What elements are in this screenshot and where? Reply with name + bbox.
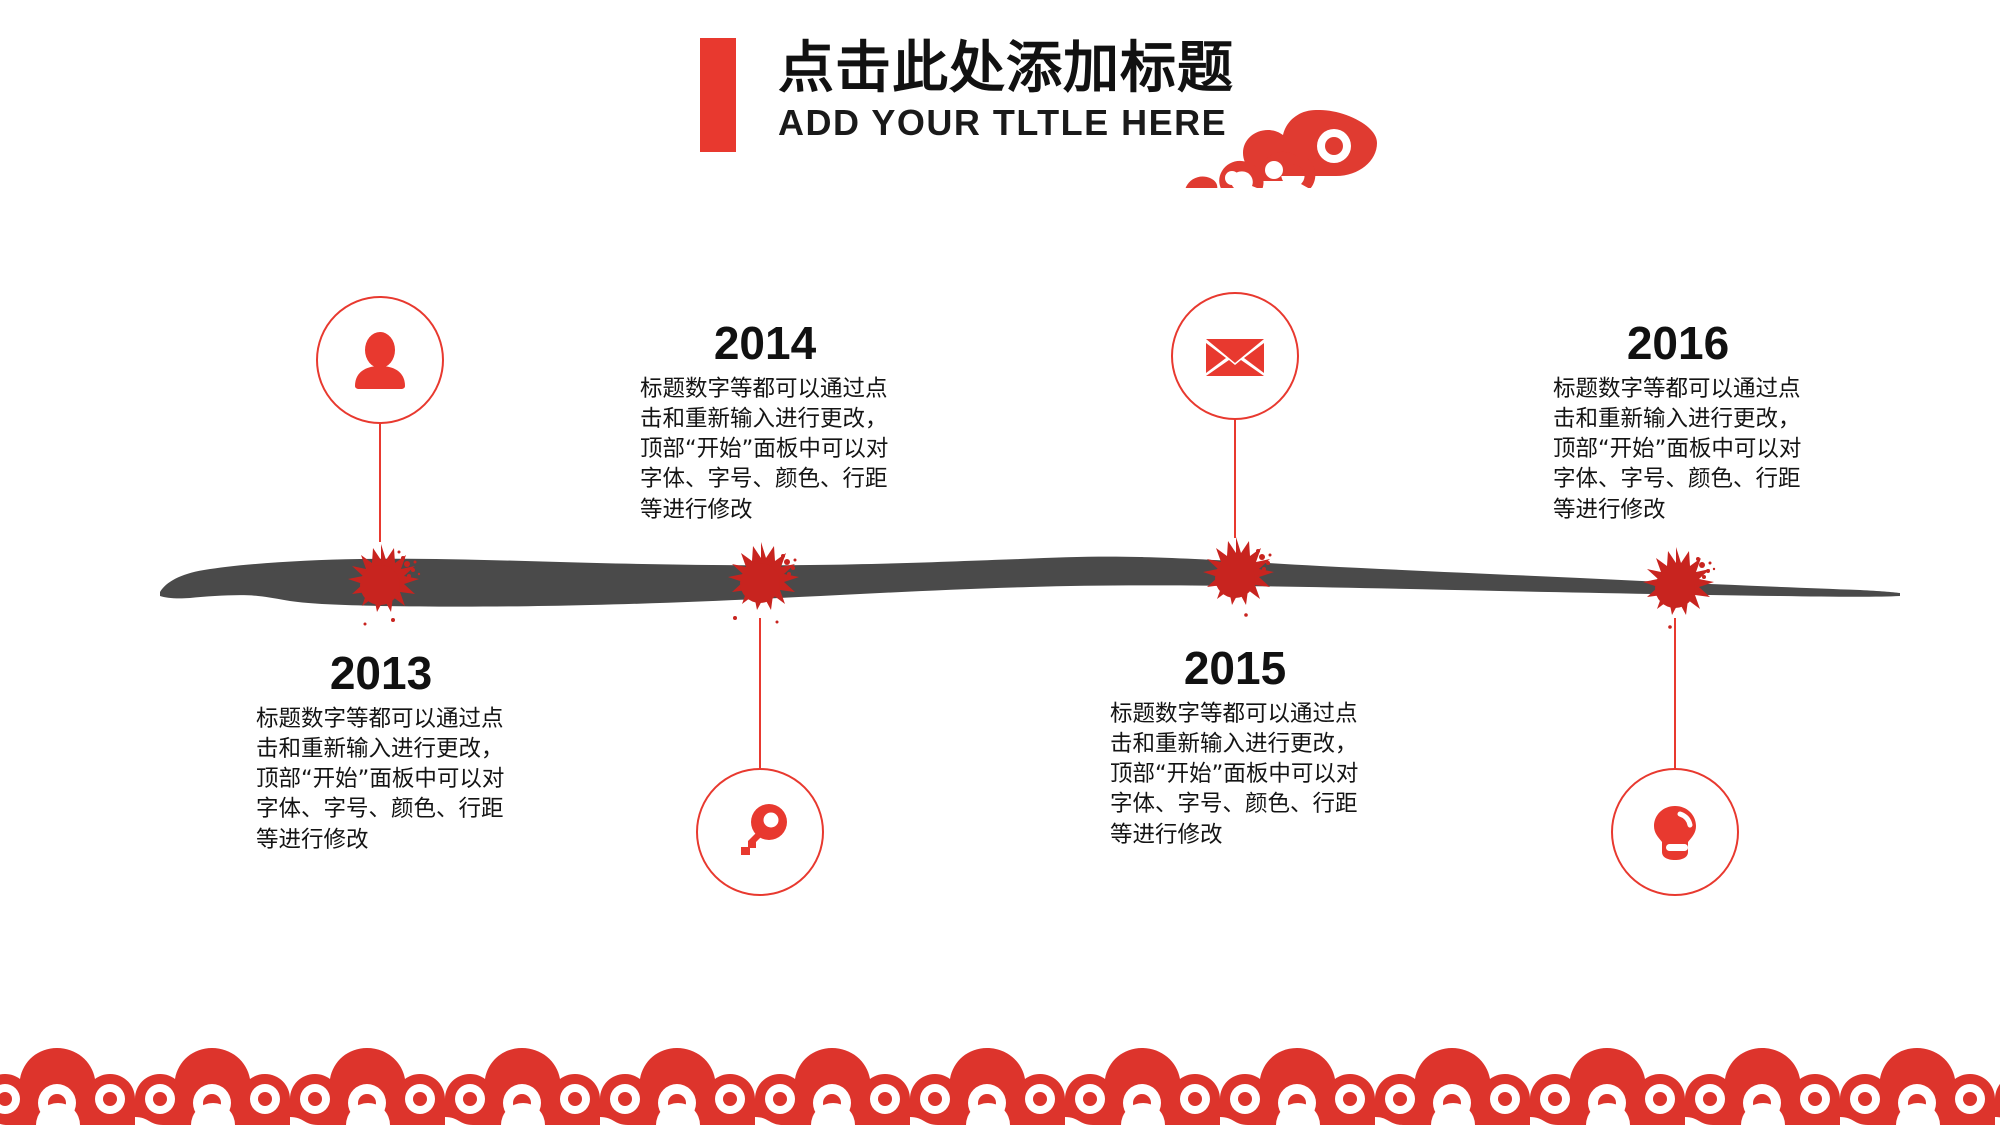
milestone-year: 2014 bbox=[713, 317, 817, 369]
milestone-icon-circle-key[interactable] bbox=[696, 768, 824, 896]
ink-splatter-marker bbox=[1203, 537, 1274, 617]
milestone-text-2015: 2015 标题数字等都可以通过点击和重新输入进行更改，顶部“开始”面板中可以对字… bbox=[1110, 645, 1360, 850]
connector-stem bbox=[379, 422, 381, 542]
envelope-icon bbox=[1206, 339, 1264, 376]
user-icon bbox=[355, 332, 405, 389]
page-title-block: 点击此处添加标题 ADD YOUR TLTLE HERE bbox=[700, 38, 1234, 152]
title-accent-bar-icon bbox=[700, 38, 736, 152]
chinese-cloud-ornament-icon bbox=[1185, 110, 1377, 188]
milestone-icon-circle-lightbulb[interactable] bbox=[1611, 768, 1739, 896]
title-text-group: 点击此处添加标题 ADD YOUR TLTLE HERE bbox=[778, 38, 1234, 143]
milestone-body: 标题数字等都可以通过点击和重新输入进行更改，顶部“开始”面板中可以对字体、字号、… bbox=[1110, 701, 1359, 848]
milestone-text-2016: 2016 标题数字等都可以通过点击和重新输入进行更改，顶部“开始”面板中可以对字… bbox=[1553, 320, 1803, 525]
page-subtitle: ADD YOUR TLTLE HERE bbox=[778, 102, 1228, 144]
timeline-brush-stroke bbox=[160, 556, 1900, 607]
milestone-text-2013: 2013 标题数字等都可以通过点击和重新输入进行更改，顶部“开始”面板中可以对字… bbox=[256, 650, 506, 855]
chinese-auspicious-cloud-border bbox=[0, 1048, 2000, 1125]
lightbulb-icon bbox=[1654, 806, 1696, 860]
milestone-icon-circle-user[interactable] bbox=[316, 296, 444, 424]
milestone-icon-circle-envelope[interactable] bbox=[1171, 292, 1299, 420]
connector-stem bbox=[1234, 418, 1236, 538]
ink-splatter-marker bbox=[728, 542, 799, 624]
ink-splatter-marker bbox=[1643, 547, 1716, 629]
milestone-text-2014: 2014 标题数字等都可以通过点击和重新输入进行更改，顶部“开始”面板中可以对字… bbox=[640, 320, 890, 525]
milestone-year: 2016 bbox=[1626, 317, 1730, 369]
milestone-year: 2013 bbox=[329, 647, 433, 699]
milestone-body: 标题数字等都可以通过点击和重新输入进行更改，顶部“开始”面板中可以对字体、字号、… bbox=[640, 376, 889, 523]
milestone-body: 标题数字等都可以通过点击和重新输入进行更改，顶部“开始”面板中可以对字体、字号、… bbox=[256, 706, 505, 853]
key-icon bbox=[741, 804, 787, 855]
milestone-body: 标题数字等都可以通过点击和重新输入进行更改，顶部“开始”面板中可以对字体、字号、… bbox=[1553, 376, 1802, 523]
connector-stem bbox=[759, 618, 761, 770]
page-title: 点击此处添加标题 bbox=[778, 36, 1234, 99]
connector-stem bbox=[1674, 618, 1676, 770]
ink-splatter-marker bbox=[348, 544, 421, 626]
milestone-year: 2015 bbox=[1183, 642, 1287, 694]
